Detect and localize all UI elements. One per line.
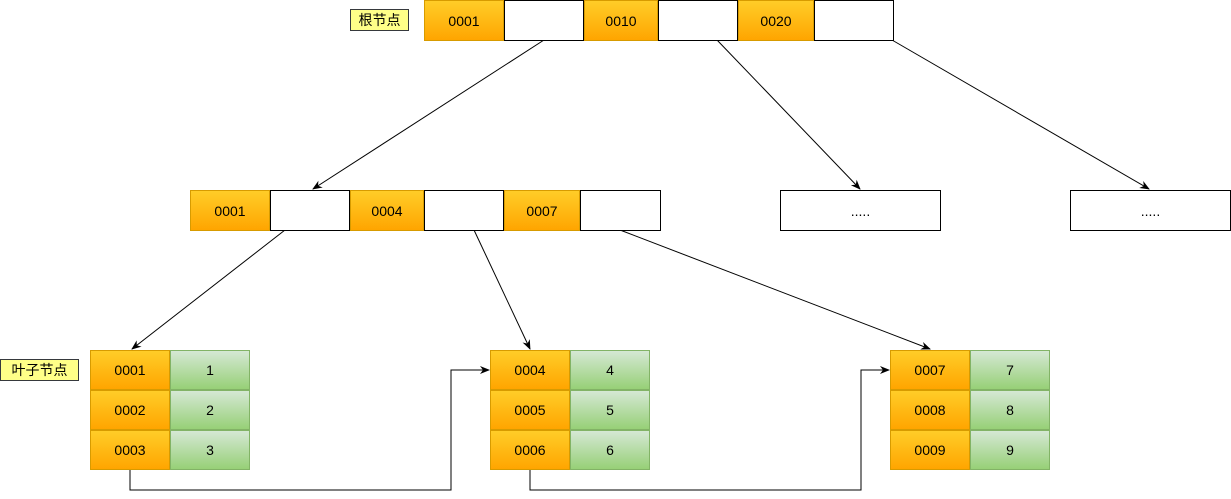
root-pointer-2 (658, 0, 738, 41)
leaf-2-key-3: 0006 (490, 430, 570, 470)
leaf-1-key-2: 0002 (90, 390, 170, 430)
leaf-node-tag: 叶子节点 (0, 359, 79, 381)
leaf-2-key-2: 0005 (490, 390, 570, 430)
root-pointer-1 (504, 0, 584, 41)
leaf-1-key-3: 0003 (90, 430, 170, 470)
leaf-3-value-1: 7 (970, 350, 1050, 390)
edge-root-to-internal (312, 39, 545, 190)
edge-root-to-node-3 (891, 39, 1150, 190)
root-key-3: 0020 (738, 0, 814, 41)
leaf-1-value-3: 3 (170, 430, 250, 470)
edge-internal-to-leaf-3 (619, 229, 931, 350)
edge-internal-to-leaf-1 (131, 229, 286, 350)
root-pointer-3 (814, 0, 894, 41)
leaf-3-value-3: 9 (970, 430, 1050, 470)
placeholder-node-1: ..... (780, 190, 941, 231)
internal-key-1: 0001 (190, 190, 270, 231)
placeholder-node-2: ..... (1070, 190, 1231, 231)
leaf-link-2-3 (529, 366, 890, 491)
root-node-tag: 根节点 (350, 9, 409, 31)
leaf-2-value-1: 4 (570, 350, 650, 390)
leaf-3-key-2: 0008 (890, 390, 970, 430)
leaf-link-1-2 (129, 366, 490, 491)
edge-root-to-node-2 (716, 39, 861, 190)
internal-key-3: 0007 (504, 190, 580, 231)
leaf-2-value-3: 6 (570, 430, 650, 470)
leaf-3-value-2: 8 (970, 390, 1050, 430)
internal-pointer-3 (580, 190, 661, 231)
leaf-3-key-3: 0009 (890, 430, 970, 470)
leaf-3-key-1: 0007 (890, 350, 970, 390)
internal-pointer-2 (424, 190, 504, 231)
leaf-1-value-1: 1 (170, 350, 250, 390)
root-key-2: 0010 (584, 0, 658, 41)
internal-pointer-1 (270, 190, 350, 231)
leaf-2-value-2: 5 (570, 390, 650, 430)
leaf-1-value-2: 2 (170, 390, 250, 430)
leaf-2-key-1: 0004 (490, 350, 570, 390)
root-key-1: 0001 (424, 0, 504, 41)
leaf-1-key-1: 0001 (90, 350, 170, 390)
internal-key-2: 0004 (350, 190, 424, 231)
edge-internal-to-leaf-2 (473, 229, 531, 350)
